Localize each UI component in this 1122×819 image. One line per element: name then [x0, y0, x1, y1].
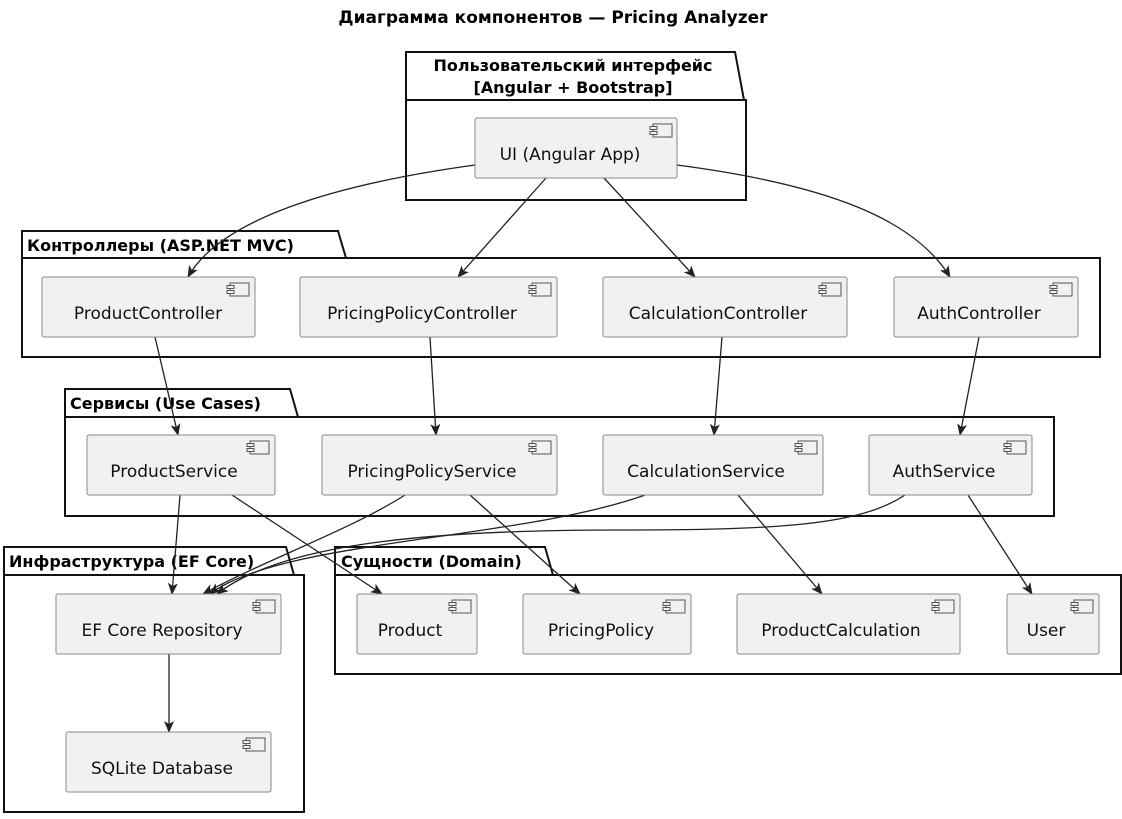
package-ui-label-line2: [Angular + Bootstrap] [473, 78, 672, 97]
diagram-title: Диаграмма компонентов — Pricing Analyzer [338, 8, 768, 28]
edge-product-service-to-repository [167, 494, 181, 595]
component-ef-repository-label: EF Core Repository [81, 621, 242, 641]
component-pricing-policy-service: PricingPolicyService [321, 434, 558, 496]
component-auth-controller-label: AuthController [917, 304, 1040, 324]
component-icon [931, 599, 955, 614]
dependency-edges [154, 164, 1033, 733]
component-icon [528, 282, 552, 297]
component-pricing-policy: PricingPolicy [522, 593, 692, 655]
package-ui-label-line1: Пользовательский интерфейс [434, 56, 713, 75]
component-auth-service: AuthService [868, 434, 1033, 496]
component-icon [252, 599, 276, 614]
component-pricing-policy-controller: PricingPolicyController [299, 276, 558, 338]
edge-auth-service-to-repository [216, 494, 906, 595]
component-ef-repository: EF Core Repository [55, 593, 282, 655]
component-product-service: ProductService [86, 434, 276, 496]
edge-calculation-controller-to-calculation-service [709, 336, 723, 436]
edge-ui-to-calculation-controller [603, 177, 696, 278]
package-controllers-label: Контроллеры (ASP.NET MVC) [27, 236, 294, 255]
component-product-controller: ProductController [41, 276, 256, 338]
edge-calculation-service-to-product-calculation [737, 494, 823, 595]
component-icon [794, 440, 818, 455]
component-pricing-policy-service-label: PricingPolicyService [347, 462, 516, 482]
edge-auth-service-to-user [967, 494, 1033, 595]
component-icon [662, 599, 686, 614]
component-icon [1070, 599, 1094, 614]
package-domain-label: Сущности (Domain) [341, 552, 522, 571]
component-icon [226, 282, 250, 297]
component-product: Product [356, 593, 478, 655]
component-auth-controller: AuthController [893, 276, 1079, 338]
component-user-label: User [1027, 621, 1066, 641]
component-ui-app: UI (Angular App) [474, 117, 678, 179]
component-product-calculation: ProductCalculation [736, 593, 961, 655]
component-icon [1003, 440, 1027, 455]
component-product-calculation-label: ProductCalculation [761, 621, 920, 641]
package-infra-label: Инфраструктура (EF Core) [9, 552, 254, 571]
component-calculation-controller: CalculationController [602, 276, 848, 338]
edge-pricing-policy-service-to-repository [202, 494, 406, 595]
component-pricing-policy-controller-label: PricingPolicyController [327, 304, 517, 324]
component-icon [448, 599, 472, 614]
component-icon [242, 737, 266, 752]
edge-ui-to-product-controller [187, 164, 476, 278]
component-icon [818, 282, 842, 297]
component-calculation-controller-label: CalculationController [629, 304, 807, 324]
edge-ui-to-auth-controller [676, 164, 951, 278]
edge-pricing-policy-service-to-pricing-policy [469, 494, 581, 595]
edge-ui-to-pricing-policy-controller [457, 177, 547, 278]
component-sqlite-db: SQLite Database [65, 731, 272, 793]
component-icon [649, 123, 673, 138]
component-auth-service-label: AuthService [893, 462, 996, 482]
component-product-controller-label: ProductController [74, 304, 222, 324]
component-sqlite-db-label: SQLite Database [91, 759, 233, 779]
package-services-label: Сервисы (Use Cases) [70, 394, 261, 413]
edge-pricing-policy-controller-to-pricing-policy-service [429, 336, 441, 436]
component-calculation-service: CalculationService [602, 434, 824, 496]
component-ui-app-label: UI (Angular App) [500, 145, 641, 165]
component-product-label: Product [378, 621, 443, 641]
component-icon [246, 440, 270, 455]
component-calculation-service-label: CalculationService [627, 462, 785, 482]
component-icon [528, 440, 552, 455]
edge-calculation-service-to-repository [209, 494, 646, 595]
component-user: User [1006, 593, 1100, 655]
component-icon [1049, 282, 1073, 297]
component-product-service-label: ProductService [110, 462, 237, 482]
edge-auth-controller-to-auth-service [957, 336, 980, 436]
edge-product-controller-to-product-service [154, 336, 181, 436]
component-pricing-policy-label: PricingPolicy [548, 621, 654, 641]
